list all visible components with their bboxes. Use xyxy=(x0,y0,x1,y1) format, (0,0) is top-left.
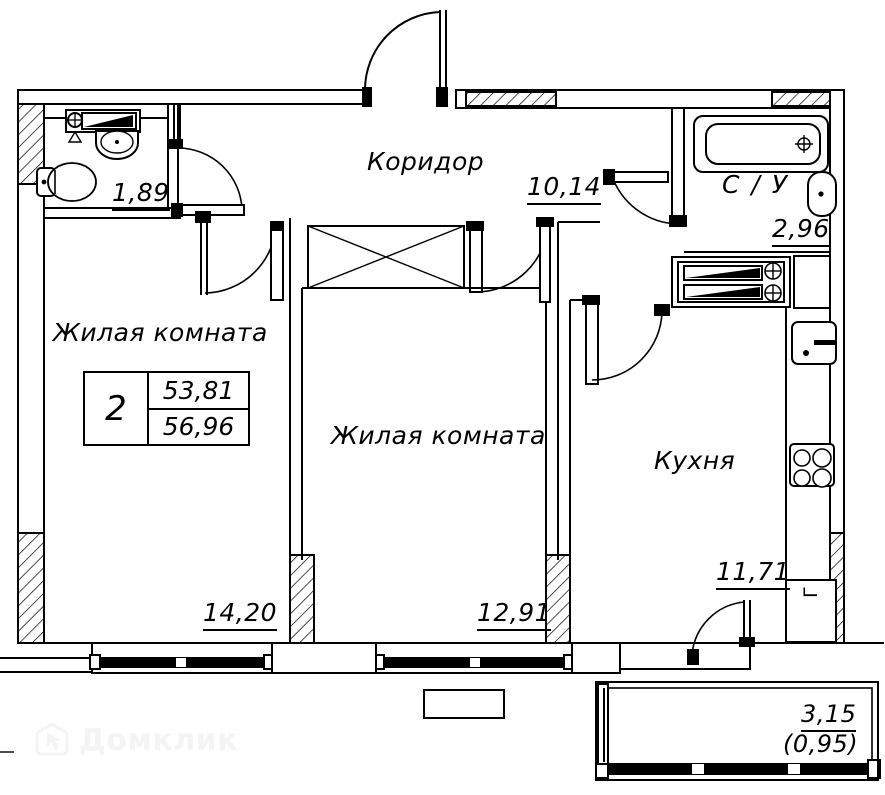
wall-exterior-right xyxy=(829,89,845,644)
area-label-living-room-left: 14,20 xyxy=(203,598,278,631)
room-label-living-room-middle: Жилая комната xyxy=(331,421,546,450)
wall-exterior-top-left xyxy=(17,89,364,105)
fixture-radiator-block xyxy=(671,255,831,309)
refrigerator-label: Г xyxy=(800,585,822,598)
rooms-count-cell: 2 xyxy=(85,373,149,444)
wall-corridor-right xyxy=(536,217,600,560)
wall-living-left-right xyxy=(270,221,284,301)
area-label-bathroom-small: 1,89 xyxy=(112,178,170,211)
door-entrance xyxy=(362,10,448,107)
wall-middle-room-right xyxy=(466,221,571,644)
room-bathroom-main xyxy=(669,107,830,253)
area-label-living-room-middle: 12,91 xyxy=(477,598,552,631)
fixture-washbasin xyxy=(95,130,139,160)
fixture-toilet xyxy=(36,162,97,202)
area-label-balcony: 3,15 xyxy=(801,700,857,732)
room-label-corridor: Коридор xyxy=(367,147,485,176)
door-living-room-left xyxy=(195,211,277,295)
area-with-balcony-cell: 56,96 xyxy=(162,412,235,442)
room-balcony xyxy=(595,681,881,781)
area-label-bathroom-main: 2,96 xyxy=(772,214,830,247)
windows-bottom xyxy=(89,642,621,719)
area-label-kitchen: 11,71 xyxy=(716,557,791,590)
door-bathroom-small xyxy=(167,104,245,217)
fixture-kitchen-sink xyxy=(791,321,837,365)
door-bathroom-main xyxy=(603,169,679,225)
room-label-kitchen: Кухня xyxy=(654,446,736,475)
room-label-living-room-left: Жилая комната xyxy=(53,318,268,347)
fixture-bathtub xyxy=(693,115,829,173)
area-label-corridor: 10,14 xyxy=(527,172,602,205)
area-label-balcony-coefficient: (0,95) xyxy=(783,730,859,758)
area-total-cell: 53,81 xyxy=(149,373,248,410)
room-label-bathroom-main: С / У xyxy=(722,170,790,199)
wall-middle-room-left xyxy=(289,218,315,644)
fixture-cooktop xyxy=(789,443,835,488)
fixture-refrigerator xyxy=(785,579,837,643)
door-living-room-middle xyxy=(475,221,549,293)
area-values-cell: 53,81 56,96 xyxy=(149,373,248,444)
area-summary-table: 2 53,81 56,96 xyxy=(83,371,250,446)
wall-exterior-top-right xyxy=(455,89,845,109)
fixture-bath-sink xyxy=(807,171,837,217)
fixture-wardrobe-niche xyxy=(302,225,470,289)
balcony-door xyxy=(619,600,755,670)
door-kitchen xyxy=(591,304,670,381)
